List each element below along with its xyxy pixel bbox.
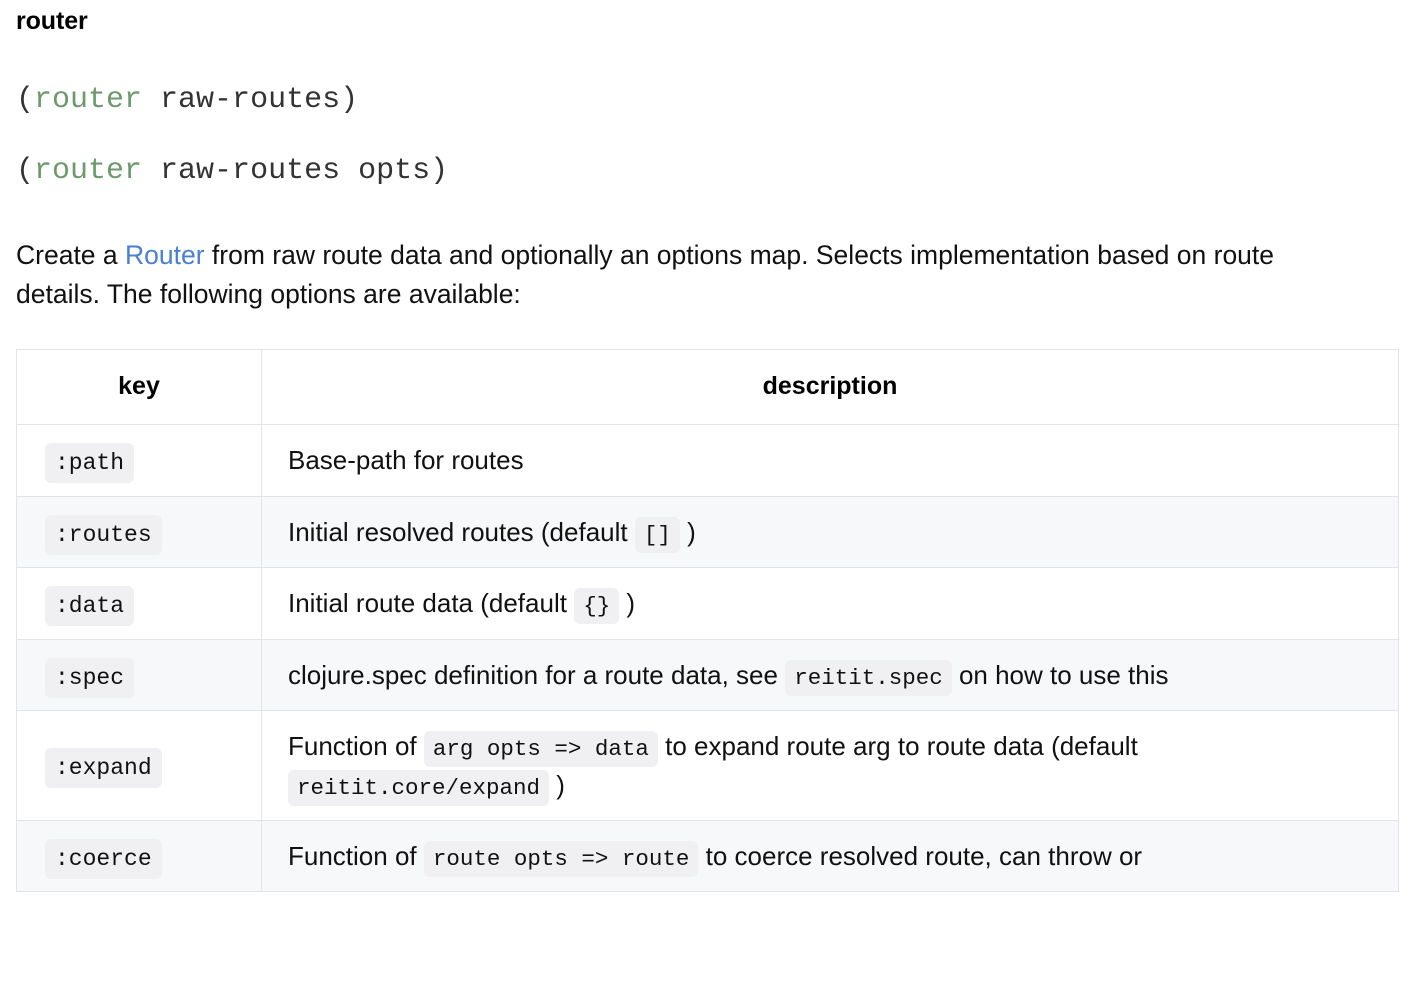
description-text: Base-path for routes — [288, 445, 524, 476]
signature-close-paren: ) — [340, 83, 359, 118]
description-text: Function of — [288, 840, 424, 871]
signature-open-paren: ( — [16, 83, 35, 118]
signature-open-paren: ( — [16, 154, 35, 189]
table-header-row: key description — [16, 349, 1399, 426]
option-description-cell: Initial resolved routes (default [] ) — [261, 495, 1399, 569]
option-key-code: :spec — [45, 657, 135, 698]
option-description-cell: Function of route opts => route to coerc… — [261, 819, 1399, 893]
options-table: key description :path Base-path for route… — [16, 349, 1399, 893]
option-description-cell: Base-path for routes — [261, 424, 1399, 497]
description-text: to coerce resolved route, can throw or — [698, 840, 1143, 871]
option-key-cell: :spec — [16, 638, 262, 712]
description-text: ) — [549, 769, 565, 800]
table-row: :data Initial route data (default {} ) — [16, 567, 1399, 640]
description-text: on how to use this — [951, 659, 1169, 690]
option-key-code: :path — [45, 443, 135, 484]
option-key-code: :routes — [45, 514, 162, 555]
description-text: Initial resolved routes (default — [288, 516, 635, 547]
router-link[interactable]: Router — [125, 240, 205, 271]
option-key-cell: :routes — [16, 495, 262, 569]
table-row: :routes Initial resolved routes (default … — [16, 495, 1399, 569]
signature-args: raw-routes — [142, 83, 341, 118]
option-key-code: :data — [45, 586, 135, 627]
description-text: Initial route data (default — [288, 588, 575, 619]
inline-code: reitit.core/expand — [288, 769, 550, 806]
description-text: ) — [619, 588, 636, 619]
description-text: clojure.spec definition for a route data… — [288, 659, 786, 690]
page-title: router — [16, 7, 88, 35]
table-row: :expand Function of arg opts => data to e… — [16, 710, 1399, 821]
inline-code: [] — [634, 516, 680, 553]
description-paragraph: Create a Router from raw route data and … — [16, 236, 1361, 314]
option-description-cell: clojure.spec definition for a route data… — [261, 638, 1399, 712]
description-text: ) — [679, 516, 696, 547]
description-before-link: Create a — [16, 240, 126, 271]
table-row: :spec clojure.spec definition for a route… — [16, 638, 1399, 712]
signature-list: (router raw-routes)(router raw-routes op… — [16, 85, 1398, 186]
description-after-link: from raw route data and optionally an op… — [16, 240, 1275, 310]
table-header: key description — [16, 349, 1399, 426]
documentation-page: router (router raw-routes)(router raw-ro… — [0, 6, 1414, 893]
signature-args: raw-routes opts — [142, 154, 431, 189]
option-key-code: :coerce — [45, 838, 162, 879]
option-key-cell: :data — [16, 567, 262, 640]
inline-code: {} — [574, 588, 620, 625]
description-text: to expand route arg to route data (defau… — [657, 731, 1138, 762]
option-key-cell: :coerce — [16, 819, 262, 893]
table-row: :path Base-path for routes — [16, 424, 1399, 497]
signature-fn-name: router — [34, 83, 143, 118]
column-header-description: description — [261, 349, 1399, 426]
inline-code: reitit.spec — [785, 659, 952, 696]
inline-code: route opts => route — [423, 840, 699, 877]
option-description-cell: Function of arg opts => data to expand r… — [261, 710, 1399, 821]
option-description-cell: Initial route data (default {} ) — [261, 567, 1399, 640]
table-row: :coerce Function of route opts => route t… — [16, 819, 1399, 893]
inline-code: arg opts => data — [423, 731, 658, 768]
option-key-code: :expand — [45, 748, 162, 789]
signature-fn-name: router — [34, 154, 143, 189]
option-key-cell: :expand — [16, 710, 262, 821]
description-text: Function of — [288, 731, 424, 762]
signature-line: (router raw-routes) — [16, 85, 1398, 115]
column-header-key: key — [16, 349, 262, 426]
option-key-cell: :path — [16, 424, 262, 497]
signature-line: (router raw-routes opts) — [16, 156, 1398, 186]
signature-close-paren: ) — [430, 154, 449, 189]
